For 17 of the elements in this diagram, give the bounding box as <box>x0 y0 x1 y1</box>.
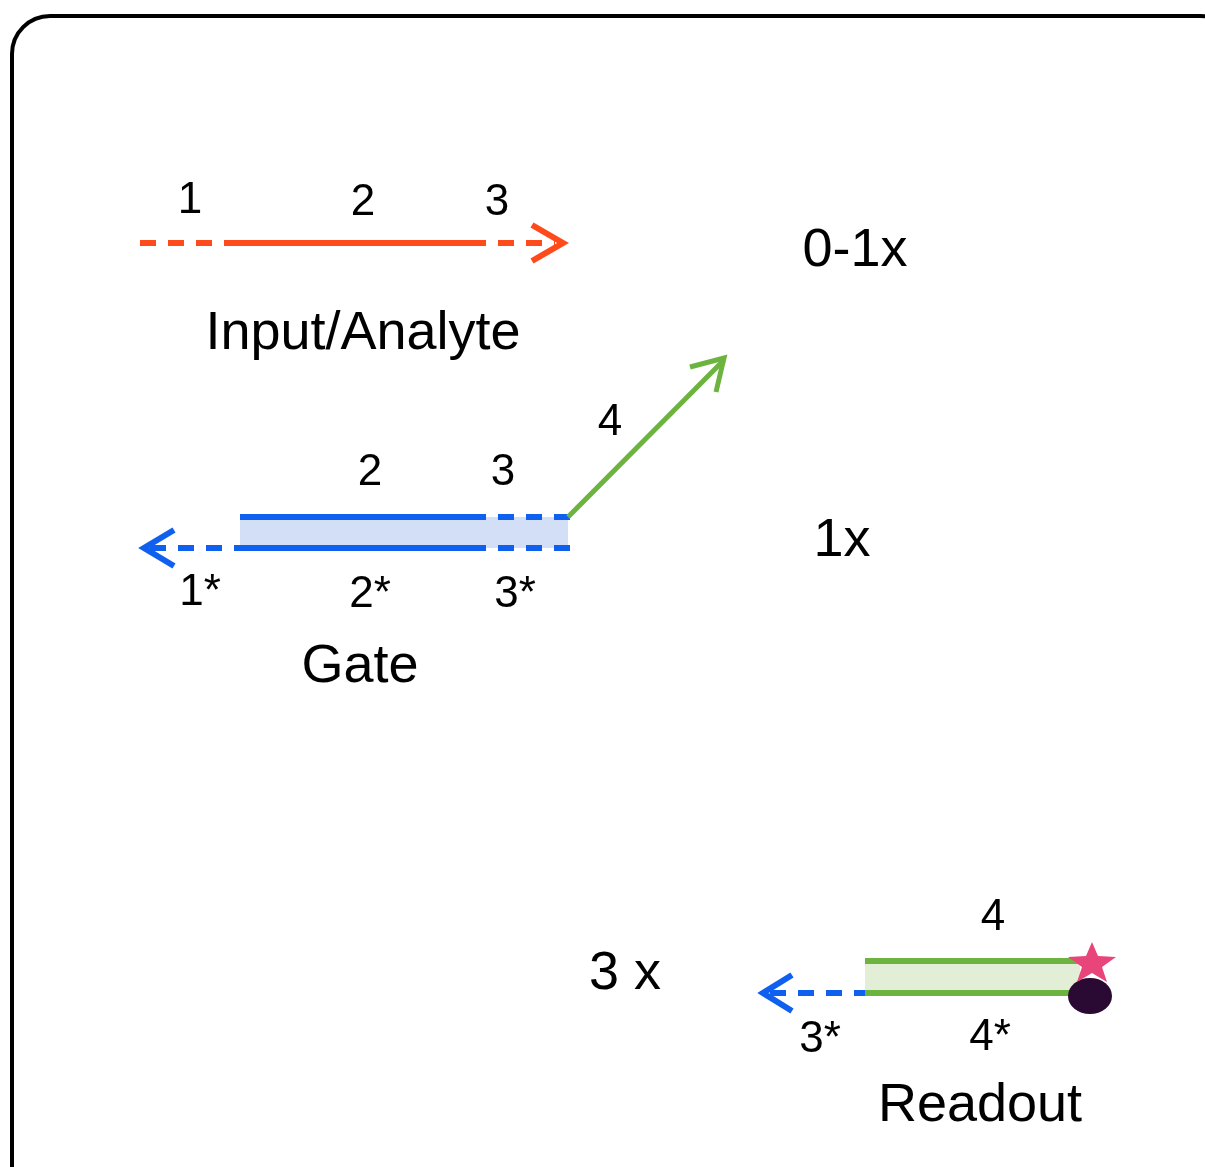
domain-label: 1* <box>179 568 221 612</box>
domain-label: 3 <box>490 448 516 492</box>
concentration-label: 1x <box>813 510 871 564</box>
domain-label: 2* <box>349 570 391 614</box>
domain-label: 4 <box>980 893 1006 937</box>
domain-label: 1 <box>177 176 203 220</box>
domain-label: 2 <box>357 448 383 492</box>
concentration-label: 3 x <box>589 943 661 997</box>
domain-label: 4* <box>969 1013 1011 1057</box>
strand-name: Gate <box>301 636 419 690</box>
domain-label: 3 <box>484 178 510 222</box>
concentration-label: 0-1x <box>802 220 908 274</box>
domain-label: 2 <box>350 178 376 222</box>
strand-name: Readout <box>877 1075 1083 1129</box>
domain-label: 4 <box>597 398 623 442</box>
domain-label: 3* <box>494 570 536 614</box>
domain-label: 3* <box>799 1015 841 1059</box>
